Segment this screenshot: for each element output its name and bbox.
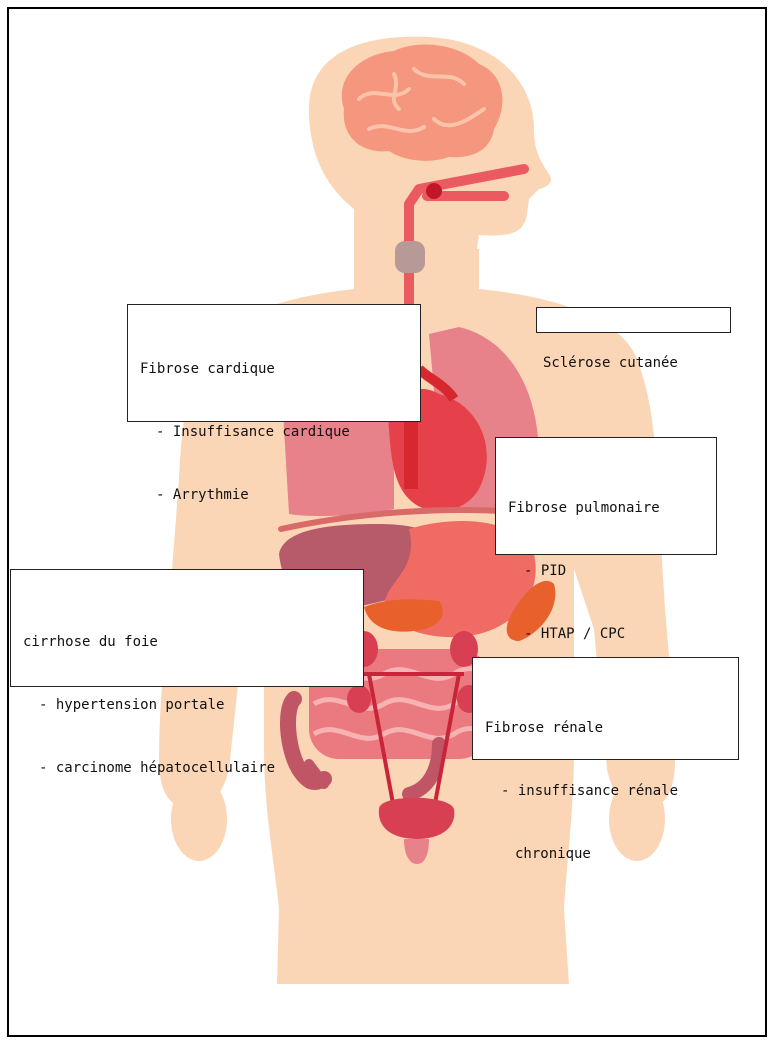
diagram-frame: Fibrose cardique - Insuffisance cardique… bbox=[7, 7, 767, 1037]
label-title: cirrhose du foie bbox=[23, 632, 351, 653]
label-item: chronique bbox=[485, 844, 726, 865]
label-box-renal-fibrosis: Fibrose rénale - insuffisance rénale chr… bbox=[472, 657, 739, 760]
label-box-skin-sclerosis: Sclérose cutanée bbox=[536, 307, 731, 333]
label-title: Fibrose pulmonaire bbox=[508, 498, 704, 519]
label-item: - Arrythmie bbox=[140, 485, 408, 506]
label-box-pulmonary-fibrosis: Fibrose pulmonaire - PID - HTAP / CPC bbox=[495, 437, 717, 555]
label-title: Fibrose rénale bbox=[485, 718, 726, 739]
label-item: - HTAP / CPC bbox=[508, 624, 704, 645]
label-item: - Insuffisance cardique bbox=[140, 422, 408, 443]
label-title: Sclérose cutanée bbox=[543, 353, 724, 374]
label-item: - insuffisance rénale bbox=[485, 781, 726, 802]
label-item: - PID bbox=[508, 561, 704, 582]
label-title: Fibrose cardique bbox=[140, 359, 408, 380]
label-box-cardiac-fibrosis: Fibrose cardique - Insuffisance cardique… bbox=[127, 304, 421, 422]
label-item: - carcinome hépatocellulaire bbox=[23, 758, 351, 779]
label-item: - hypertension portale bbox=[23, 695, 351, 716]
label-box-liver-cirrhosis: cirrhose du foie - hypertension portale … bbox=[10, 569, 364, 687]
